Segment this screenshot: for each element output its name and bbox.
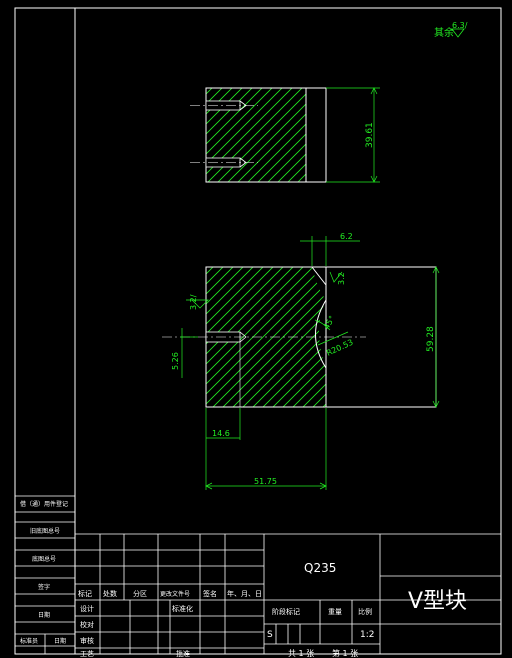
left-strip-table xyxy=(15,495,75,654)
header-cell-2: 分区 xyxy=(133,589,147,598)
dim-left-small: 5.26 xyxy=(171,352,180,370)
weight-label: 重量 xyxy=(328,608,342,616)
roughness-symbol xyxy=(450,28,465,38)
header-cell-4: 签名 xyxy=(203,589,217,598)
scale-label: 比例 xyxy=(358,607,372,616)
roughness-note: 其余 6.3/ xyxy=(434,21,468,39)
header-cell-0: 标记 xyxy=(78,589,92,598)
header-cell-3: 更改文件号 xyxy=(160,590,190,598)
roughness-right: 3.2 xyxy=(337,272,346,285)
strip-label-0: 借（通）用件登记 xyxy=(20,500,68,508)
strip-label-5: 标准员 xyxy=(20,637,38,645)
dim-bottom-total: 51.75 xyxy=(254,477,277,486)
dim-angle: 45° xyxy=(322,314,337,331)
stage-value: S xyxy=(267,630,273,640)
title-block xyxy=(75,533,501,654)
outer-frame xyxy=(14,7,502,655)
standardization-label: 标准化 xyxy=(172,604,193,613)
strip-label-1: 旧底图总号 xyxy=(30,527,60,535)
stage-mark-label: 阶段标记 xyxy=(272,607,300,616)
roughness-remaining-value: 6.3/ xyxy=(452,21,468,30)
row-label-review: 审核 xyxy=(80,636,94,645)
row-label-process: 工艺 xyxy=(80,650,94,658)
sheets-total: 共 1 张 xyxy=(288,649,314,658)
dim-top-height: 39.61 xyxy=(365,122,375,148)
roughness-left: 3.2/ xyxy=(189,294,198,310)
strip-label-3: 签字 xyxy=(38,583,50,591)
roughness-remaining-label: 其余 xyxy=(434,26,454,39)
front-view: 6.2 3.2 3.2/ 45° R20.53 59.28 5.26 14.6 … xyxy=(162,232,440,490)
row-label-design: 设计 xyxy=(80,604,94,613)
strip-label-4: 日期 xyxy=(38,611,50,619)
scale-value: 1:2 xyxy=(360,630,374,640)
strip-label-2: 底图总号 xyxy=(32,555,56,563)
strip-label-6: 日期 xyxy=(54,637,66,645)
dim-radius: R20.53 xyxy=(325,338,355,358)
row-label-check: 校对 xyxy=(80,620,94,629)
approval-label: 批准 xyxy=(176,649,190,658)
part-name: V型块 xyxy=(408,589,467,614)
dim-height-right: 59.28 xyxy=(426,326,436,352)
material-label: Q235 xyxy=(304,561,336,575)
header-cell-5: 年、月、日 xyxy=(227,589,262,598)
header-cell-1: 处数 xyxy=(103,589,117,598)
dim-width-top: 6.2 xyxy=(340,232,353,241)
sheet-current: 第 1 张 xyxy=(332,648,358,658)
top-view: 39.61 xyxy=(190,87,380,183)
dim-bottom-small: 14.6 xyxy=(212,429,230,438)
